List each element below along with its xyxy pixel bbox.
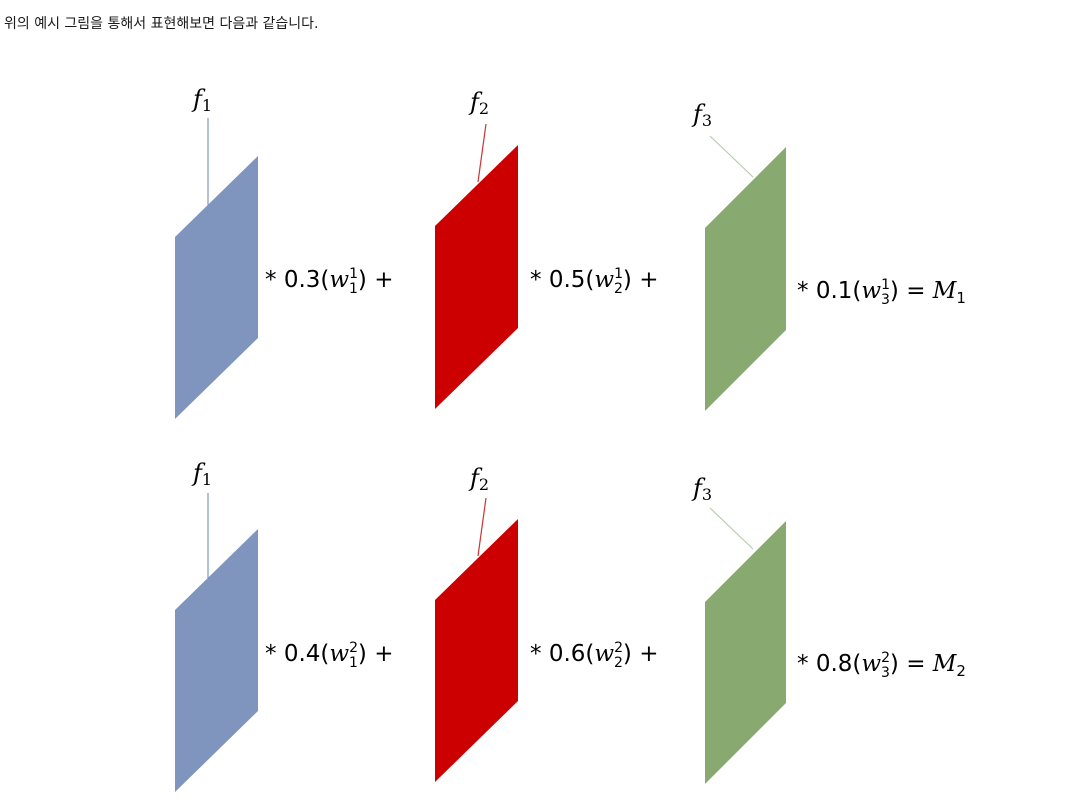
f3-label: f3 [691, 100, 712, 130]
f1-label: f1 [191, 85, 212, 115]
f2-leader-line [477, 497, 487, 557]
feature-map-f2 [435, 519, 518, 782]
feature-map-f3 [705, 521, 786, 784]
f3-leader-line [709, 135, 754, 178]
intro-text: 위의 예시 그림을 통해서 표현해보면 다음과 같습니다. [4, 16, 319, 32]
feature-map-f2 [435, 145, 518, 409]
f1-label: f1 [191, 459, 212, 489]
feature-map-f1 [175, 156, 258, 419]
f2-leader-line [477, 123, 487, 183]
feature-map-f1 [175, 529, 258, 792]
f3-label: f3 [691, 474, 712, 504]
f2-label: f2 [468, 88, 489, 118]
feature-map-f3 [705, 147, 786, 411]
f2-label: f2 [468, 464, 489, 494]
f3-leader-line [709, 507, 754, 550]
